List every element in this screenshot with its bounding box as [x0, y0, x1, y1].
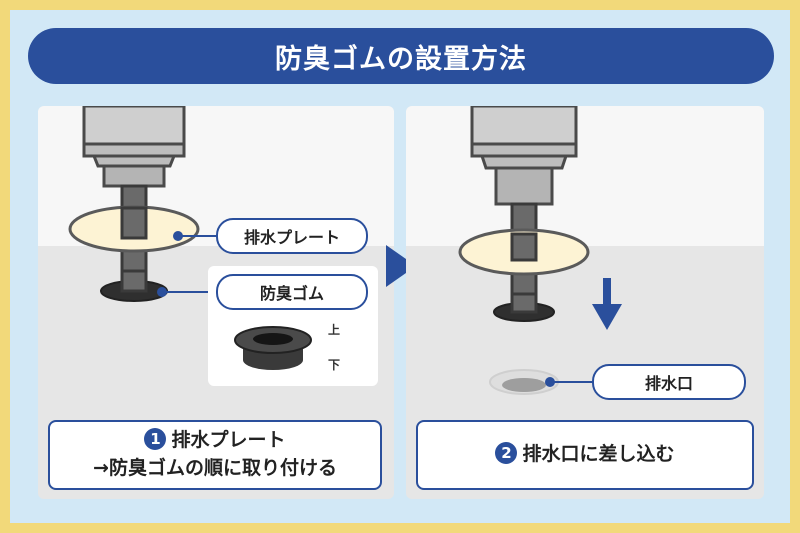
step-2-number: 2	[495, 442, 518, 465]
drain-shaft-lower	[510, 292, 538, 314]
deodorizing-rubber-label-text: 防臭ゴム	[259, 284, 324, 303]
step-2-illustration	[458, 106, 592, 395]
rubber-detail-illustration	[234, 326, 312, 370]
pipe-ring	[470, 142, 578, 158]
pipe-taper	[479, 154, 569, 170]
step-1-line-2: →防臭ゴムの順に取り付ける	[93, 457, 337, 479]
wall-area	[406, 106, 764, 246]
next-step-arrow-icon	[386, 245, 416, 287]
step-1-illustration	[68, 106, 216, 302]
step-1-line-1-text: 排水プレート	[171, 429, 286, 452]
pipe-taper	[91, 154, 177, 168]
insert-down-arrow-icon	[592, 278, 622, 330]
pipe-nut	[494, 166, 554, 206]
step-1-number: 1	[144, 428, 167, 451]
top-mark: 上	[328, 323, 341, 337]
plate-leader-dot	[173, 231, 183, 241]
bottom-mark: 下	[328, 358, 341, 372]
drain-plate-label-text: 排水プレート	[243, 228, 340, 247]
drain-outlet-label: 排水口	[592, 364, 746, 400]
rubber-hole	[253, 333, 293, 345]
page-title: 防臭ゴムの設置方法	[275, 43, 527, 75]
rubber-leader-dot	[157, 287, 167, 297]
pipe-nut	[102, 164, 166, 188]
drain-shaft-lower	[120, 269, 148, 293]
drain-shaft-front	[120, 206, 148, 240]
title-banner: 防臭ゴムの設置方法	[28, 28, 774, 84]
drain-shaft-front	[510, 232, 538, 262]
drain-outlet-label-text: 排水口	[644, 374, 693, 393]
step-2-line-1-text: 排水口に差し込む	[522, 443, 675, 466]
pipe-body	[470, 106, 578, 146]
outlet-leader-dot	[545, 377, 555, 387]
drain-outlet-hole	[502, 378, 546, 392]
pipe-body	[82, 106, 186, 146]
deodorizing-rubber-label: 防臭ゴム	[216, 274, 368, 310]
drain-plate-label: 排水プレート	[216, 218, 368, 254]
pipe-ring	[82, 142, 186, 158]
